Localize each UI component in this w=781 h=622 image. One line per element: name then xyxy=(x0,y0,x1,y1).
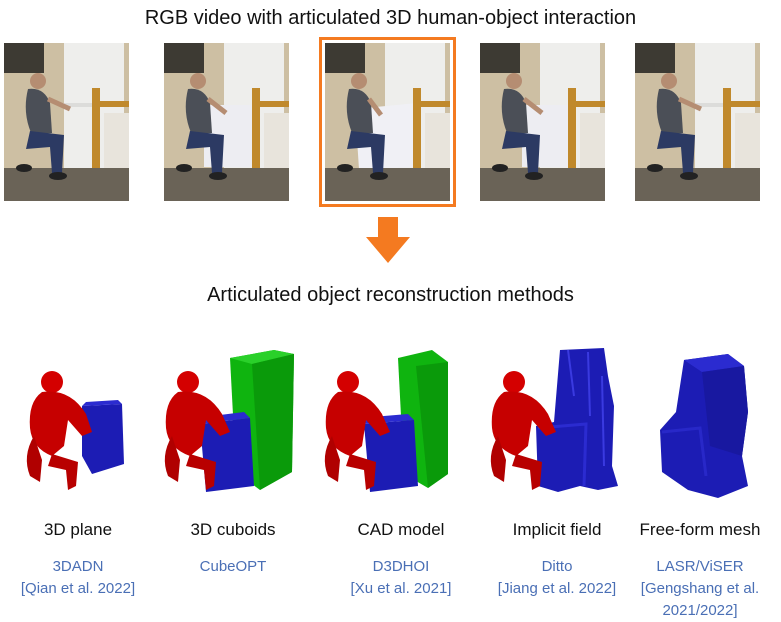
render-free-form-mesh xyxy=(640,336,781,506)
method-citation-implicit-field: Ditto [Jiang et al. 2022] xyxy=(479,556,635,600)
video-frame-4 xyxy=(480,43,605,201)
method-label-cad-model: CAD model xyxy=(357,520,445,539)
citation-line: 3DADN xyxy=(52,558,104,575)
video-frame-3-selected xyxy=(319,37,456,207)
citation-line: [Xu et al. 2021] xyxy=(350,580,452,597)
citation-line: Ditto xyxy=(541,558,573,575)
method-citation-free-form-mesh: LASR/ViSER [Gengshang et al. 2021/2022] xyxy=(622,556,778,622)
video-frame-5 xyxy=(635,43,760,201)
method-citation-3d-plane: 3DADN [Qian et al. 2022] xyxy=(0,556,156,600)
citation-line: 2021/2022] xyxy=(662,602,738,619)
render-cad-model xyxy=(312,336,462,506)
video-frame-1 xyxy=(4,43,129,201)
method-citation-cad-model: D3DHOI [Xu et al. 2021] xyxy=(323,556,479,600)
method-label-3d-cuboids: 3D cuboids xyxy=(190,520,276,539)
render-3d-plane xyxy=(12,336,162,506)
render-3d-cuboids xyxy=(150,336,300,506)
methods-section-title: Articulated object reconstruction method… xyxy=(207,284,574,306)
citation-line: CubeOPT xyxy=(199,558,267,575)
video-section-title: RGB video with articulated 3D human-obje… xyxy=(144,7,637,29)
method-label-free-form-mesh: Free-form mesh xyxy=(639,520,761,539)
method-citation-3d-cuboids: CubeOPT xyxy=(155,556,311,578)
method-label-implicit-field: Implicit field xyxy=(512,520,602,539)
render-implicit-field xyxy=(478,336,628,506)
video-frame-2 xyxy=(164,43,289,201)
citation-line: D3DHOI xyxy=(372,558,430,575)
citation-line: [Gengshang et al. xyxy=(640,580,760,597)
citation-line: [Qian et al. 2022] xyxy=(20,580,136,597)
method-label-3d-plane: 3D plane xyxy=(43,520,113,539)
citation-line: LASR/ViSER xyxy=(656,558,744,575)
down-arrow-icon xyxy=(366,217,410,263)
citation-line: [Jiang et al. 2022] xyxy=(497,580,617,597)
